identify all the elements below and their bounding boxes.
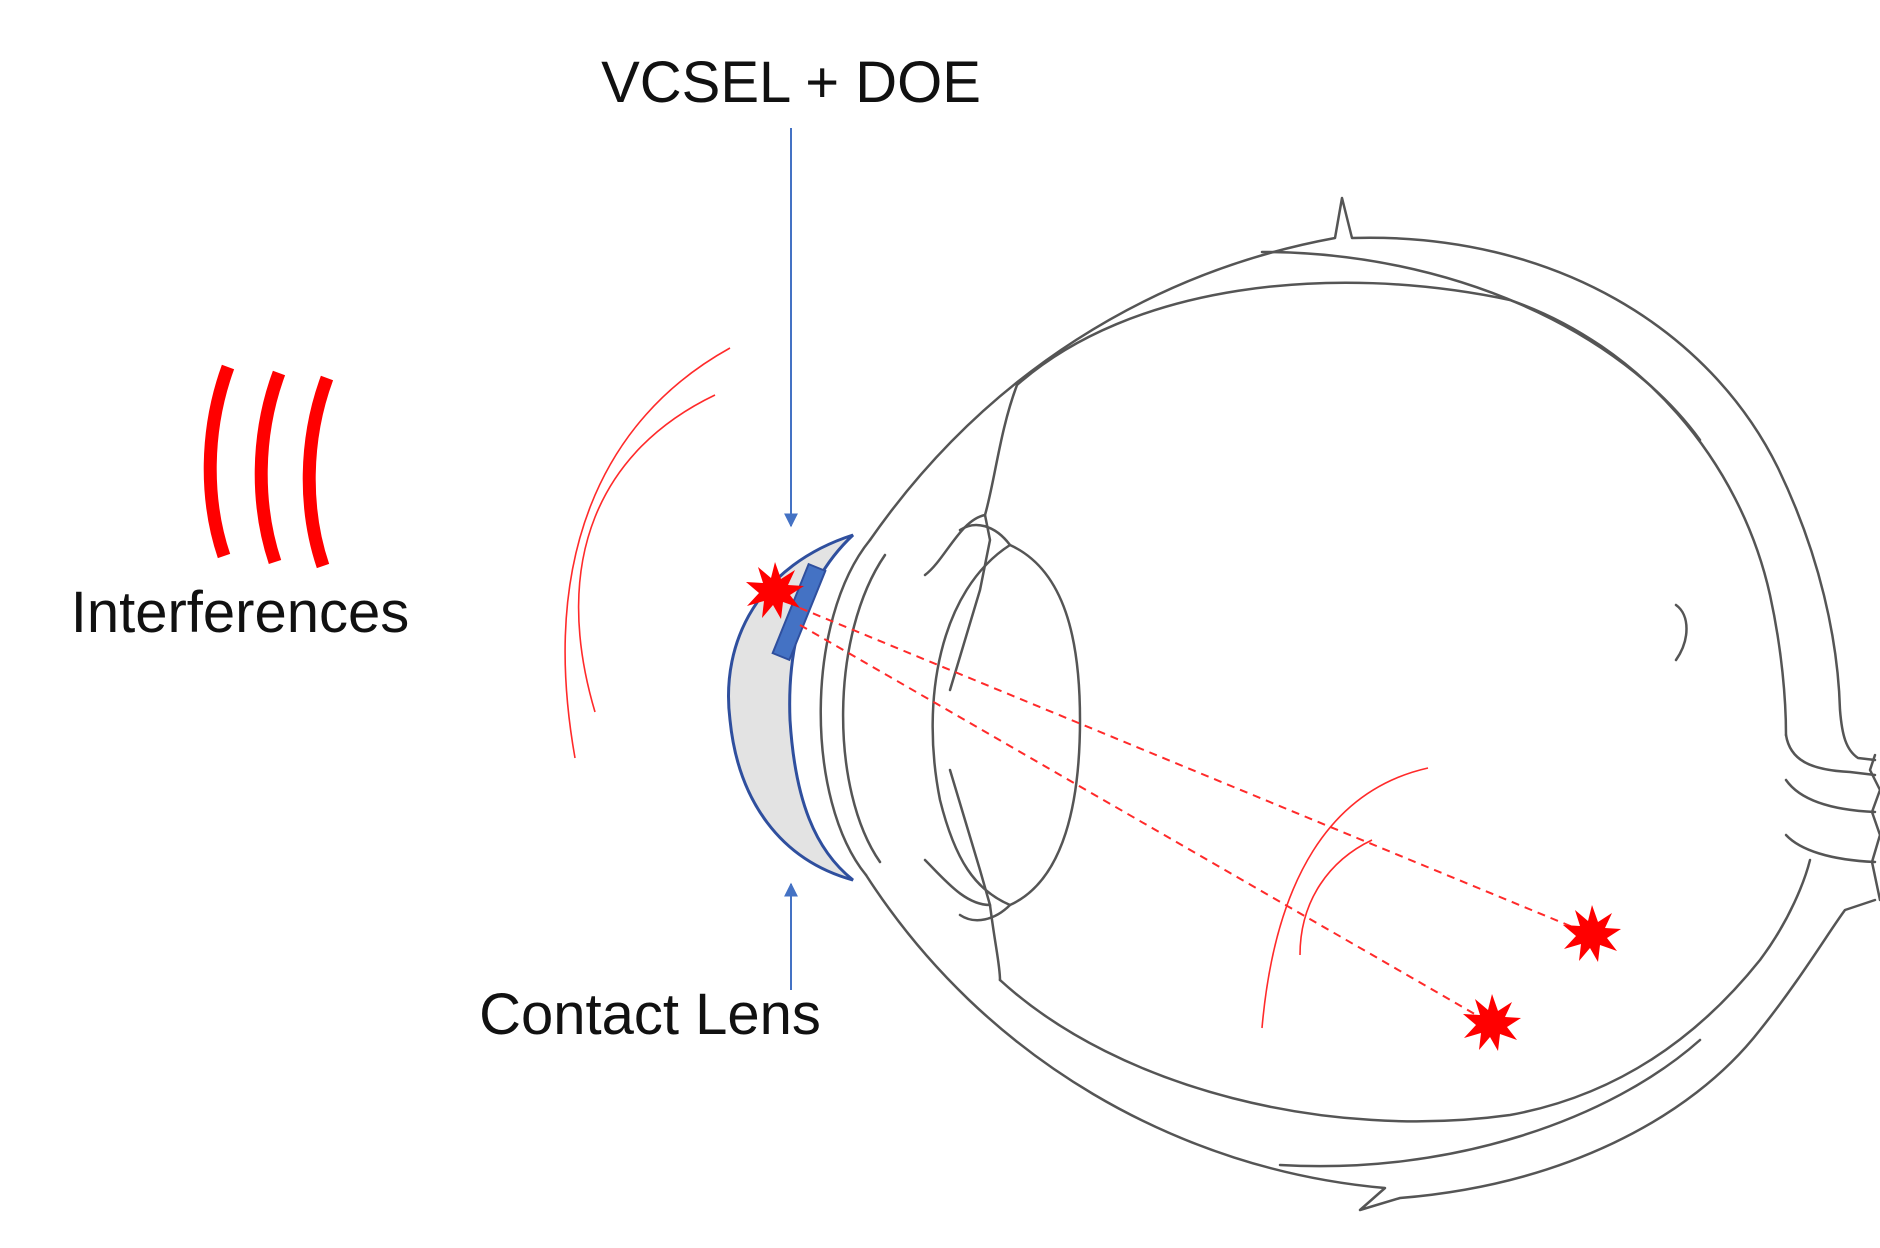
contact-lens-label: Contact Lens [479,982,821,1047]
interference-arcs [564,347,1429,1029]
interference-arc [1261,767,1429,1029]
choroid-upper [1260,250,1702,442]
contact-lens [727,533,855,882]
cornea-inner [841,553,887,864]
laser-beam-lower [799,624,1493,1025]
iris-lower [923,768,992,907]
laser-spots [746,562,1621,1051]
optic-nerve-mid [1784,778,1877,814]
sclera-lower-inner [998,858,1812,1123]
interference-waves-icon [203,364,334,569]
interference-arc [577,394,716,713]
cornea-outer [819,538,872,877]
laser-beams [799,607,1593,1025]
lens-suspension-lower [958,903,1012,922]
laser-spot-icon [1563,905,1621,962]
retina-notch [1674,603,1688,662]
ciliary-lower [988,903,1002,982]
vcsel-doe-label: VCSEL + DOE [601,50,981,115]
sclera-outer [868,196,1877,762]
interference-arc [1299,839,1373,956]
laser-beam-upper [799,607,1593,936]
vcsel-doe-chip [771,562,827,662]
interference-arc [564,347,731,759]
contact-lens-body [727,533,855,882]
interferences-label: Interferences [71,580,410,645]
eye-cross-section [819,196,1880,1212]
laser-spot-icon [1463,994,1521,1051]
lens-suspension-upper [958,523,1012,547]
laser-spot-icon [746,562,804,619]
ciliary-upper [983,383,1019,517]
sclera-lower-outer [864,873,1877,1212]
crystalline-lens [931,543,1082,907]
optic-nerve-lower [1784,833,1877,864]
optic-nerve-end [1868,753,1880,902]
optic-nerve-upper [1784,733,1877,777]
choroid-lower [1278,1038,1702,1168]
sclera-inner [1015,281,1788,737]
